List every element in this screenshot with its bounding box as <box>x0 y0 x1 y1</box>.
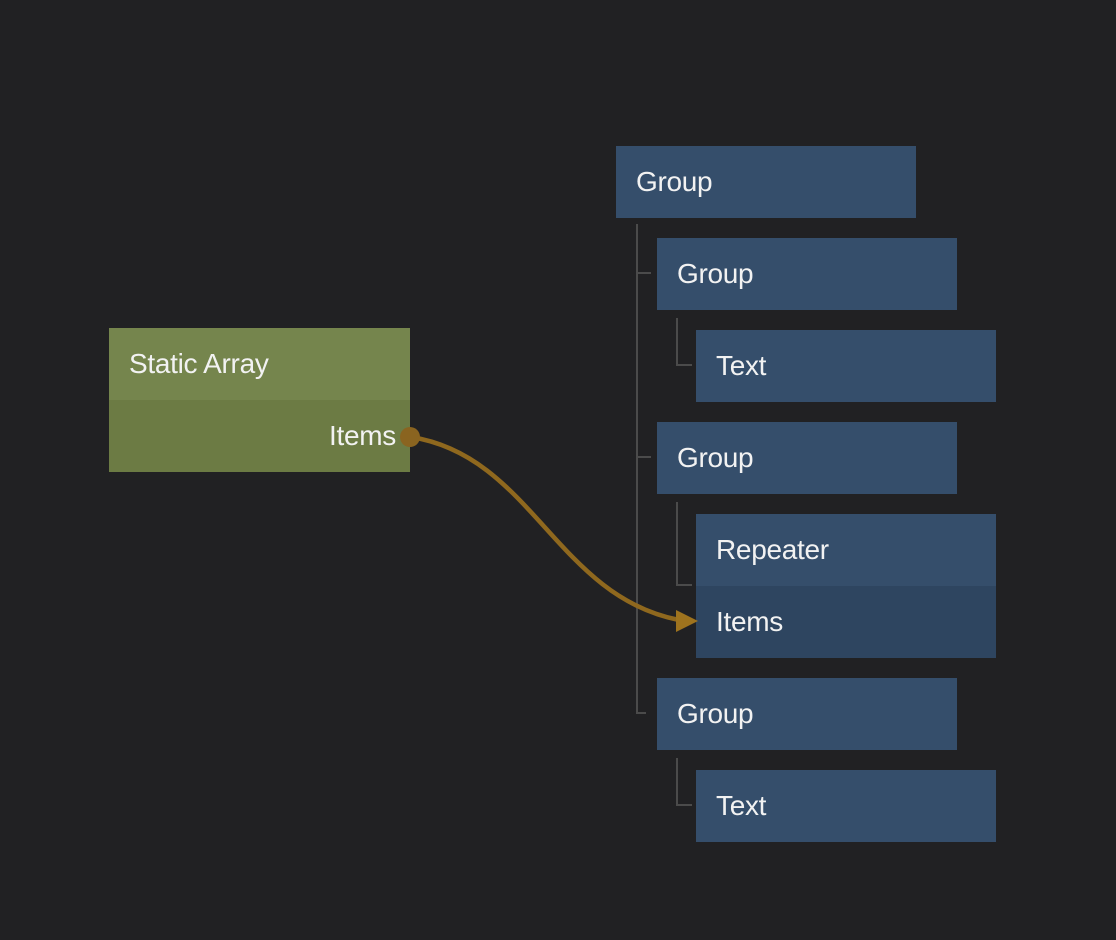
node-title-group-1: Group <box>616 146 916 218</box>
node-text-2[interactable]: Text <box>696 770 996 842</box>
node-title-group-2: Group <box>657 238 957 310</box>
tree-connector-line <box>676 364 692 366</box>
tree-connector-line <box>636 712 646 714</box>
node-title-repeater: Repeater <box>696 514 996 586</box>
node-text-1[interactable]: Text <box>696 330 996 402</box>
node-title-group-3: Group <box>657 422 957 494</box>
node-group-1[interactable]: Group <box>616 146 916 218</box>
tree-connector-line <box>636 272 651 274</box>
node-title-static-array: Static Array <box>109 328 410 400</box>
tree-connector-line <box>636 456 651 458</box>
node-group-2[interactable]: Group <box>657 238 957 310</box>
tree-connector-line <box>636 224 638 714</box>
tree-connector-line <box>676 758 678 806</box>
node-title-text-2: Text <box>696 770 996 842</box>
node-repeater-port-row-input[interactable]: Items <box>696 586 996 658</box>
node-group-3[interactable]: Group <box>657 422 957 494</box>
tree-connector-line <box>676 502 678 586</box>
node-title-text-1: Text <box>696 330 996 402</box>
node-static-array-port-row-output[interactable]: Items <box>109 400 410 472</box>
tree-connector-line <box>676 804 692 806</box>
tree-connector-line <box>676 584 692 586</box>
tree-connector-line <box>676 318 678 366</box>
node-title-group-4: Group <box>657 678 957 750</box>
node-group-4[interactable]: Group <box>657 678 957 750</box>
